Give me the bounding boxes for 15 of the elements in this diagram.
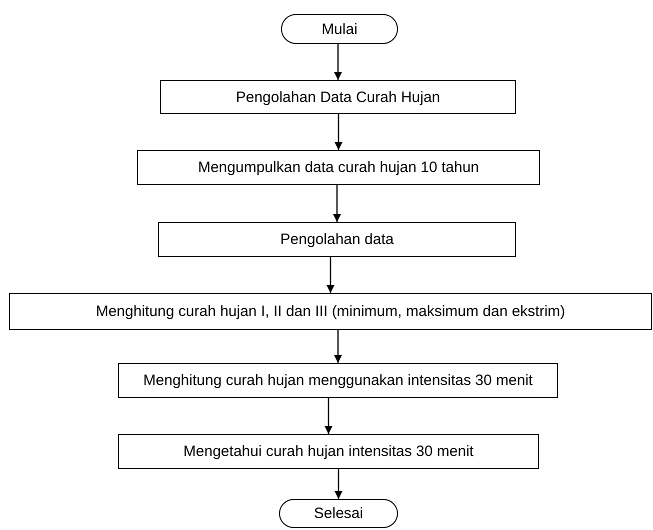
arrow <box>334 114 342 150</box>
arrow <box>334 469 342 499</box>
process-box: Mengumpulkan data curah hujan 10 tahun <box>137 150 540 185</box>
process-box: Menghitung curah hujan menggunakan intensitas 30 menit <box>118 363 558 398</box>
arrow <box>324 398 332 434</box>
terminal-box: Mulai <box>281 14 398 44</box>
arrow <box>334 330 342 363</box>
arrow <box>326 257 334 293</box>
process-box: Mengetahui curah hujan intensitas 30 menit <box>118 434 539 469</box>
terminal-box: Selesai <box>279 499 398 528</box>
arrow <box>333 185 341 222</box>
process-box: Pengolahan Data Curah Hujan <box>160 80 516 114</box>
arrow <box>334 44 342 80</box>
process-box: Menghitung curah hujan I, II dan III (minimum, maksimum dan ekstrim) <box>9 293 652 330</box>
process-box: Pengolahan data <box>158 222 516 257</box>
